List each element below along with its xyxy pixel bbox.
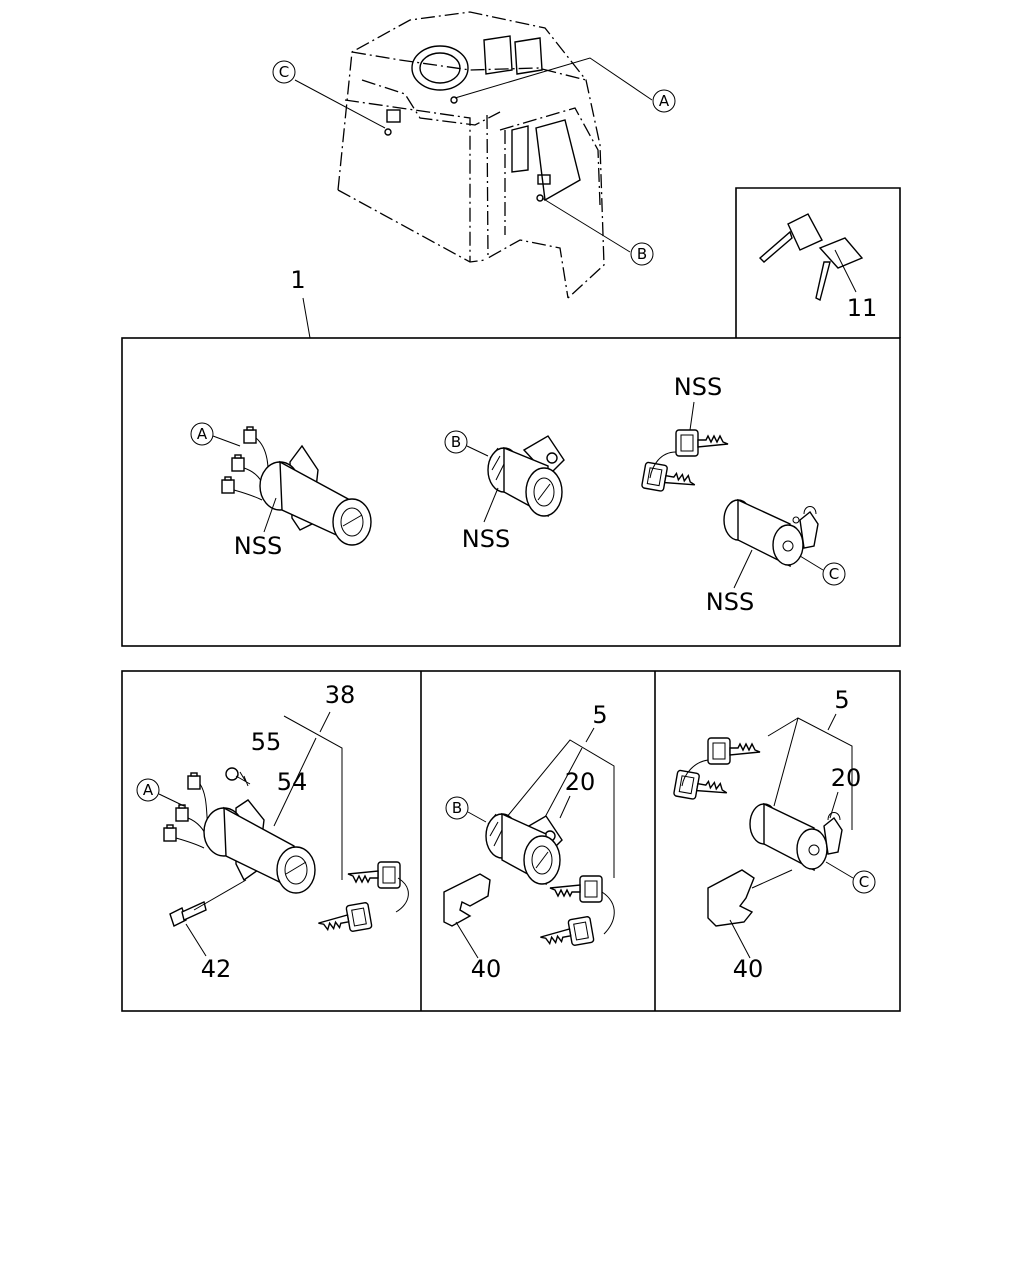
key-pair-cabinet xyxy=(672,737,761,806)
svg-text:A: A xyxy=(197,425,208,443)
cabinet-lock-c xyxy=(723,498,819,568)
key-pair-mid xyxy=(640,429,729,498)
label-42: 42 xyxy=(201,955,232,983)
callout-a-mid: A xyxy=(190,422,214,446)
bolt-42 xyxy=(169,901,207,927)
svg-text:C: C xyxy=(829,565,839,583)
label-40-cabinet: 40 xyxy=(733,955,764,983)
ignition-lock-a xyxy=(221,426,372,546)
svg-text:A: A xyxy=(659,92,670,110)
svg-text:B: B xyxy=(452,799,462,817)
retainer-clip-40-door xyxy=(443,873,491,927)
svg-text:A: A xyxy=(143,781,154,799)
assembly-panel xyxy=(121,337,901,647)
screw-55 xyxy=(225,767,251,787)
key-pair-38 xyxy=(315,861,409,938)
label-54: 54 xyxy=(277,768,308,796)
label-nss-b: NSS xyxy=(462,525,510,553)
label-5-cabinet: 5 xyxy=(834,686,849,714)
label-55: 55 xyxy=(251,728,282,756)
callout-b-top: B xyxy=(630,242,654,266)
ignition-switch-54 xyxy=(163,772,316,894)
door-lock-b xyxy=(487,435,565,518)
key-pair-door xyxy=(537,875,615,952)
label-nss-c: NSS xyxy=(706,588,754,616)
callout-c-mid: C xyxy=(822,562,846,586)
label-nss-a: NSS xyxy=(234,532,282,560)
key-set-keys xyxy=(758,213,864,302)
svg-text:C: C xyxy=(859,873,869,891)
callout-b-bottom: B xyxy=(445,796,469,820)
cab-outline xyxy=(337,11,605,299)
callout-b-mid: B xyxy=(444,430,468,454)
svg-text:C: C xyxy=(279,63,289,81)
door-lock-5 xyxy=(485,812,563,886)
label-1: 1 xyxy=(290,266,305,294)
label-40-door: 40 xyxy=(471,955,502,983)
svg-text:B: B xyxy=(451,433,461,451)
key-set-panel: 11 xyxy=(735,187,901,338)
label-38: 38 xyxy=(325,681,356,709)
label-5-door: 5 xyxy=(592,701,607,729)
svg-text:B: B xyxy=(637,245,647,263)
retainer-clip-40-cabinet xyxy=(707,869,755,927)
service-parts-panels xyxy=(121,670,901,1012)
callout-c-bottom: C xyxy=(852,870,876,894)
label-20-door: 20 xyxy=(565,768,596,796)
callout-a-bottom: A xyxy=(136,778,160,802)
callout-c-top: C xyxy=(272,60,296,84)
cabinet-lock-5 xyxy=(749,802,843,872)
label-nss-keys: NSS xyxy=(674,373,722,401)
callout-a-top: A xyxy=(652,89,676,113)
label-11: 11 xyxy=(847,294,878,322)
label-20-cabinet: 20 xyxy=(831,764,862,792)
